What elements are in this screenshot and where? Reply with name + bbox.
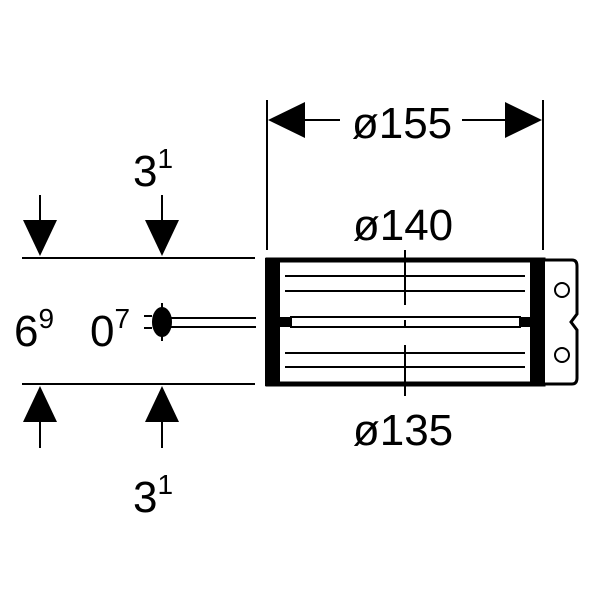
top-offset-label: 31 <box>133 143 173 196</box>
arrow-down-icon <box>23 220 57 256</box>
arrow-up-icon <box>23 386 57 422</box>
inner-diameter-label: ø135 <box>353 406 453 455</box>
arrow-left-icon <box>268 102 305 138</box>
hole-icon <box>554 347 570 363</box>
hole-icon <box>554 282 570 298</box>
bottom-offset-label: 31 <box>133 469 173 522</box>
ring-section <box>265 250 579 396</box>
height-dimension <box>22 195 255 448</box>
pin-label: 07 <box>90 303 130 356</box>
arrow-down-icon <box>145 220 179 256</box>
height-label: 69 <box>14 303 54 356</box>
mid-diameter-label: ø140 <box>353 201 453 250</box>
pin-symbol <box>144 303 256 341</box>
outer-diameter-label: ø155 <box>352 99 452 148</box>
arrow-right-icon <box>505 102 542 138</box>
arrow-up-icon <box>145 386 179 422</box>
outer-diameter-dimension <box>266 100 544 250</box>
